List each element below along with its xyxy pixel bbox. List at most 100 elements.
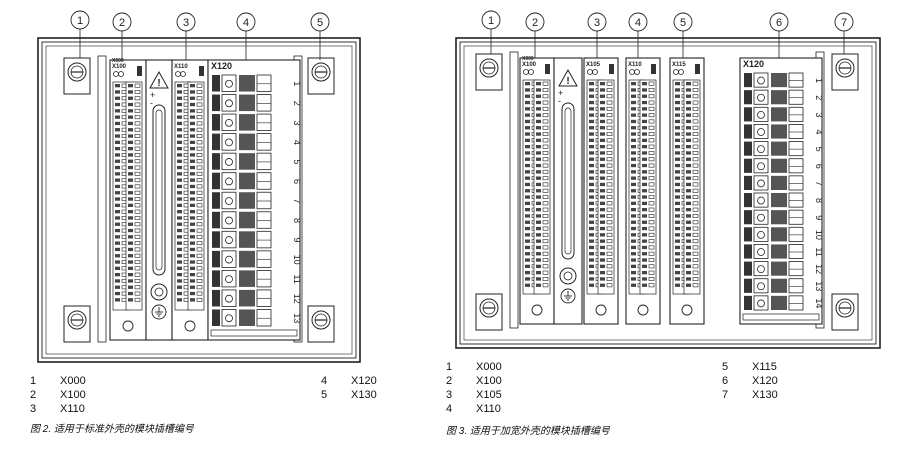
pin <box>642 271 647 275</box>
pin <box>631 138 636 142</box>
pin-socket <box>196 228 203 233</box>
terminal-latch <box>212 270 220 287</box>
ground-screw <box>559 267 577 285</box>
callout-circle <box>587 12 607 32</box>
pin-socket <box>134 222 141 227</box>
pin <box>589 264 594 268</box>
terminal-screw <box>225 294 233 303</box>
pin <box>525 82 530 86</box>
pin <box>115 241 120 245</box>
pin <box>536 220 541 224</box>
terminal-latch <box>744 107 752 122</box>
pin <box>675 170 680 174</box>
pin <box>600 132 605 136</box>
pin <box>600 113 605 117</box>
pin-socket <box>542 207 549 212</box>
pin <box>600 283 605 287</box>
terminal-screw <box>757 299 765 308</box>
legend-label: X120 <box>752 375 778 387</box>
pin <box>190 197 195 201</box>
pin-socket <box>648 207 655 212</box>
terminal-wire-clamp <box>239 289 255 307</box>
pin <box>642 157 647 161</box>
pin <box>115 298 120 302</box>
pin <box>686 220 691 224</box>
terminal-number: 14 <box>814 298 824 308</box>
callout-number: 4 <box>243 17 249 29</box>
pin <box>600 107 605 111</box>
pin <box>177 222 182 226</box>
pin <box>190 159 195 163</box>
pin-socket <box>134 216 141 220</box>
terminal-wire-clamp <box>771 227 787 242</box>
left-rail <box>97 55 107 343</box>
pin <box>525 239 530 243</box>
terminal-latch <box>744 295 752 310</box>
pin <box>128 147 133 151</box>
pin-socket <box>542 163 549 168</box>
pin <box>190 247 195 252</box>
pin-socket <box>692 88 699 92</box>
pin <box>631 189 636 193</box>
pin <box>600 245 605 250</box>
pin-socket <box>648 163 655 168</box>
pin <box>115 147 120 151</box>
pin-socket <box>606 88 613 92</box>
housing-frame <box>45 45 353 355</box>
pin <box>190 165 195 170</box>
pin-socket <box>692 163 699 168</box>
terminal-latch <box>212 153 220 170</box>
pin <box>686 100 691 105</box>
pin-socket <box>196 121 203 126</box>
pin-socket <box>648 188 655 193</box>
pin-socket <box>648 276 655 281</box>
slot-label: X120 <box>743 59 764 69</box>
pin <box>536 119 541 124</box>
pin-socket <box>648 264 655 269</box>
pin-socket <box>606 245 613 250</box>
pin <box>675 82 680 86</box>
pin <box>536 245 541 250</box>
legend-label: X000 <box>476 361 502 373</box>
callout-circle <box>673 12 693 32</box>
pin <box>536 226 541 231</box>
terminal-screw <box>757 76 765 85</box>
pin <box>536 264 541 268</box>
ground-screw-inner <box>154 287 164 297</box>
pin <box>177 178 182 182</box>
pin-socket <box>134 247 141 252</box>
pin <box>128 184 133 189</box>
pin <box>525 226 530 231</box>
module-clip <box>199 66 204 76</box>
slot-label: X105 <box>586 62 601 68</box>
pin-socket <box>648 239 655 244</box>
pin <box>177 273 182 277</box>
pin <box>631 94 636 98</box>
pin <box>128 203 133 207</box>
plus-symbol: + <box>150 90 155 100</box>
pin-socket <box>134 241 141 246</box>
pin <box>642 239 647 243</box>
pin-socket <box>542 195 549 199</box>
terminal-body <box>788 141 804 157</box>
pin <box>686 252 691 256</box>
terminal-body <box>256 152 272 171</box>
pin-socket <box>196 222 203 227</box>
pin-socket <box>606 138 613 143</box>
pin-socket <box>196 241 203 246</box>
pin <box>128 109 133 113</box>
pin <box>128 291 133 296</box>
pin-socket <box>134 134 141 138</box>
pin <box>190 140 195 144</box>
pin <box>589 245 594 250</box>
pin <box>536 107 541 111</box>
pin <box>190 298 195 302</box>
minus-symbol: - <box>150 98 153 108</box>
release-screw <box>637 304 649 316</box>
pin <box>686 163 691 168</box>
figure-caption-left: 图 2. 适用于标准外壳的模块插槽编号 <box>30 424 194 435</box>
pin-socket <box>134 260 141 264</box>
terminal-screw <box>757 282 765 291</box>
